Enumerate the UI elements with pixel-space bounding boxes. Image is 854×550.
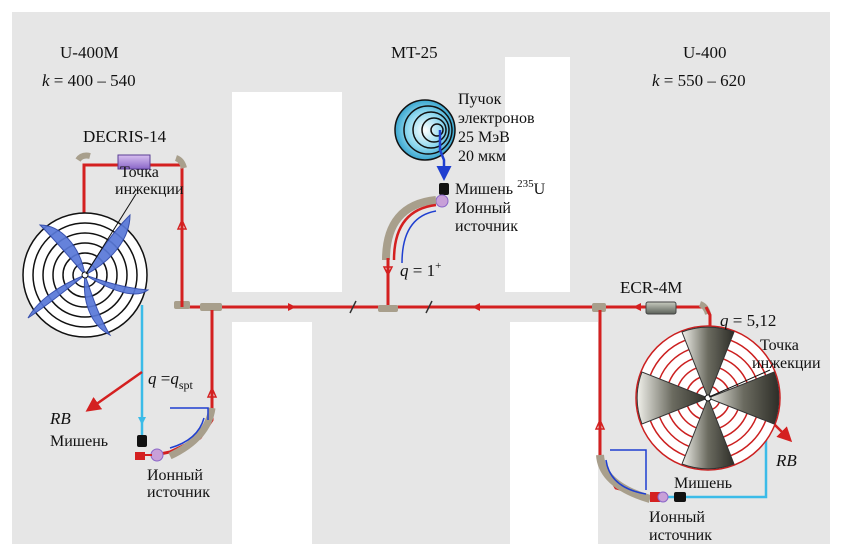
electron-beam-label-1: Пучок bbox=[458, 91, 502, 108]
target-left-label: Мишень bbox=[50, 433, 108, 450]
bending-magnet bbox=[382, 196, 437, 261]
beam-direction-arrow bbox=[382, 266, 394, 277]
ion-source-flange bbox=[135, 452, 145, 460]
ion-source bbox=[657, 491, 669, 503]
ion-source-right-label-2: источник bbox=[649, 527, 712, 544]
u400m-k-label: k = 400 – 540 bbox=[42, 71, 136, 90]
mt25-microtron bbox=[382, 99, 456, 305]
electron-beam-label-3: 25 МэВ bbox=[458, 129, 510, 146]
u400m-label: U-400M bbox=[60, 43, 119, 62]
target-right-label: Мишень bbox=[674, 475, 732, 492]
q-left-label: q =qspt bbox=[148, 369, 194, 392]
u400-target-assembly bbox=[650, 491, 686, 503]
beamline-break bbox=[425, 300, 433, 314]
bending-magnet bbox=[596, 454, 652, 503]
q-center-label: q = 1+ bbox=[400, 260, 441, 280]
electron-beam bbox=[436, 130, 452, 181]
bending-magnet bbox=[592, 303, 606, 312]
target-235u bbox=[439, 183, 449, 195]
u400-k-label: k = 550 – 620 bbox=[652, 71, 746, 90]
bending-magnet bbox=[174, 155, 187, 169]
beamline-break bbox=[349, 300, 357, 314]
hall-wall-right-top bbox=[505, 57, 570, 292]
labels: U-400M k = 400 – 540 MT-25 U-400 k = 550… bbox=[42, 43, 821, 544]
electron-beam-label-4: 20 мкм bbox=[458, 148, 506, 165]
target-block bbox=[674, 492, 686, 502]
injection-point-right-label-2: инжекции bbox=[752, 355, 821, 372]
injection-point-left-label-2: инжекции bbox=[115, 181, 184, 198]
beam-direction-arrow bbox=[288, 303, 296, 311]
rb-beam-arrow bbox=[85, 370, 143, 412]
beam-direction-arrow bbox=[594, 418, 606, 430]
q-right-label: q = 5,12 bbox=[720, 311, 776, 330]
electron-beam-label-2: электронов bbox=[458, 110, 535, 127]
ecr-4m-label: ECR-4M bbox=[620, 278, 682, 297]
ion-source-center-label-1: Ионный bbox=[455, 200, 511, 217]
ion-source-left-label-2: источник bbox=[147, 484, 210, 501]
beam-direction-arrow bbox=[176, 218, 188, 230]
beam-direction-arrow bbox=[206, 386, 218, 398]
ion-source-right-label-1: Ионный bbox=[649, 509, 705, 526]
hall-wall-right-bottom bbox=[510, 322, 598, 547]
ion-source bbox=[435, 194, 449, 208]
ion-source-left-label-1: Ионный bbox=[147, 467, 203, 484]
u400m-cyclotron bbox=[22, 193, 150, 338]
decris-14-source bbox=[117, 154, 151, 170]
bending-magnet bbox=[168, 407, 216, 460]
ion-source bbox=[150, 448, 164, 462]
ion-source-center-label-2: источник bbox=[455, 218, 518, 235]
rb-left-label: RB bbox=[49, 409, 71, 428]
bending-magnet bbox=[200, 303, 222, 311]
beam-direction-arrow bbox=[633, 303, 641, 311]
rb-right-label: RB bbox=[775, 451, 797, 470]
bending-magnet bbox=[75, 152, 91, 162]
injection-point-left-label-1: Точка bbox=[120, 164, 159, 181]
hall-wall-left-bottom bbox=[232, 322, 312, 547]
u400-label: U-400 bbox=[683, 43, 726, 62]
bending-magnet bbox=[378, 305, 398, 312]
beam-direction-arrow bbox=[472, 303, 480, 311]
ecr-4m-source bbox=[645, 301, 677, 315]
injection-point-right-label-1: Точка bbox=[760, 337, 799, 354]
hall-wall-left-top bbox=[232, 92, 342, 292]
u400-cyclotron bbox=[635, 325, 781, 471]
target-block bbox=[137, 435, 147, 447]
ion-source-flange bbox=[650, 492, 660, 502]
u400m-target-assembly bbox=[135, 435, 164, 462]
mt25-label: MT-25 bbox=[391, 43, 438, 62]
decris-14-label: DECRIS-14 bbox=[83, 127, 167, 146]
